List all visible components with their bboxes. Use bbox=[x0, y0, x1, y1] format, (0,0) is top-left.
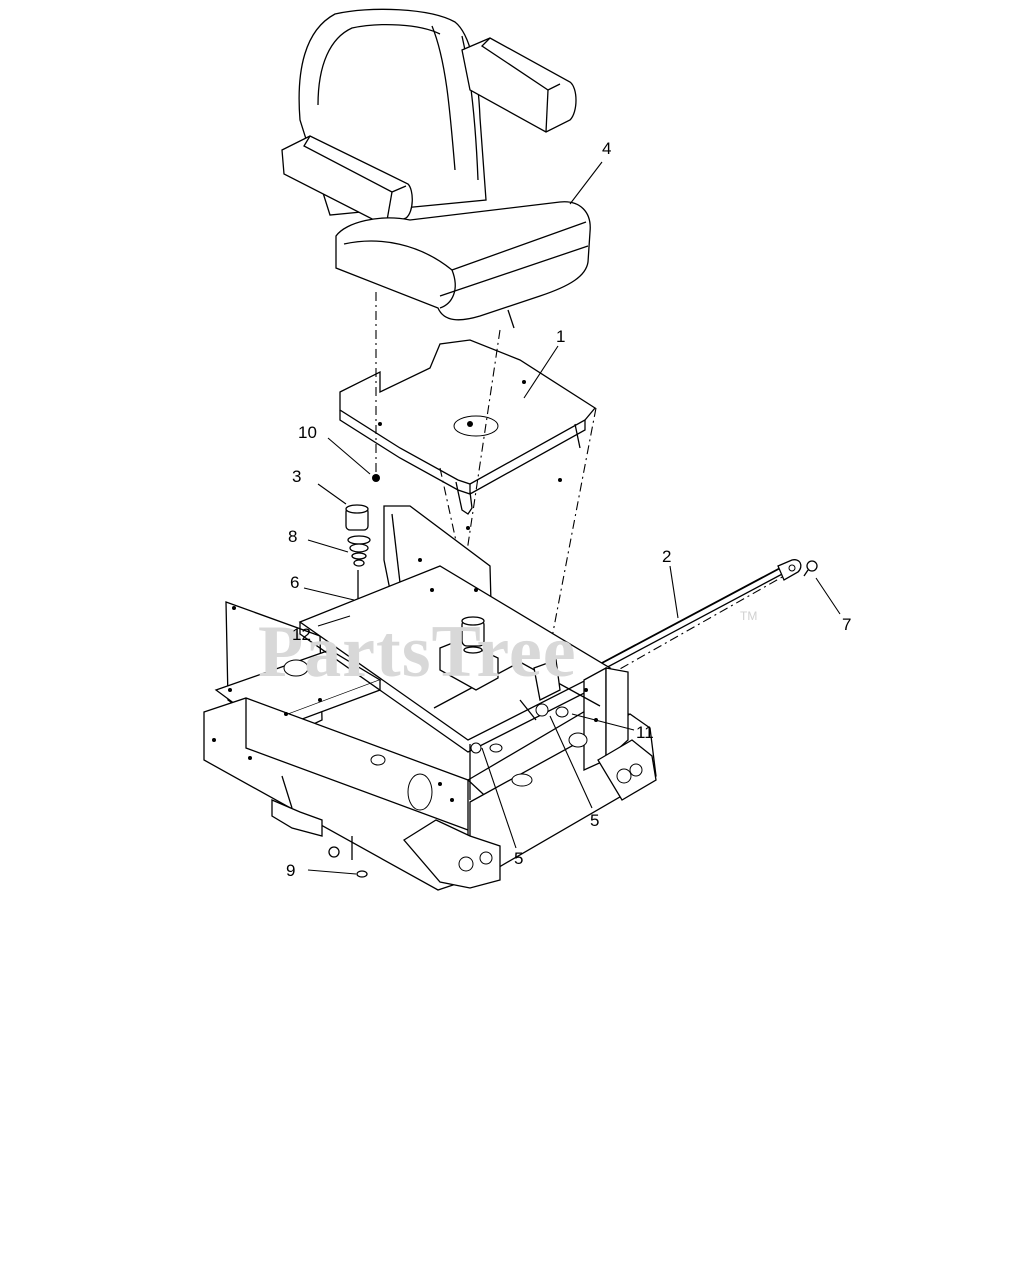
callout-4: 4 bbox=[602, 139, 611, 158]
seat-frame[interactable] bbox=[203, 478, 657, 891]
nut-9[interactable] bbox=[328, 846, 368, 878]
bumper-3[interactable] bbox=[345, 504, 369, 531]
callout-3: 3 bbox=[292, 467, 301, 486]
rod-2[interactable] bbox=[599, 559, 802, 671]
callouts: 4 1 10 3 8 6 12 2 7 11 5 5 9 bbox=[286, 139, 851, 880]
nut-10[interactable] bbox=[372, 474, 380, 482]
seat[interactable] bbox=[281, 8, 591, 329]
callout-8: 8 bbox=[288, 527, 297, 546]
callout-12: 12 bbox=[292, 625, 311, 644]
callout-2: 2 bbox=[662, 547, 671, 566]
leader-lines bbox=[303, 161, 841, 875]
seat-pan[interactable] bbox=[339, 339, 596, 515]
callout-10: 10 bbox=[298, 423, 317, 442]
watermark: PartsTree TM bbox=[258, 609, 757, 693]
spring-8[interactable] bbox=[347, 535, 371, 567]
callout-9: 9 bbox=[286, 861, 295, 880]
callout-11: 11 bbox=[636, 723, 654, 742]
callout-1: 1 bbox=[556, 327, 565, 346]
bolt-7[interactable] bbox=[803, 560, 818, 577]
callout-5-right: 5 bbox=[590, 811, 599, 830]
callout-7: 7 bbox=[842, 615, 851, 634]
callout-5-left: 5 bbox=[514, 849, 523, 868]
watermark-text: PartsTree bbox=[258, 611, 577, 693]
watermark-tm: TM bbox=[740, 609, 757, 623]
callout-6: 6 bbox=[290, 573, 299, 592]
